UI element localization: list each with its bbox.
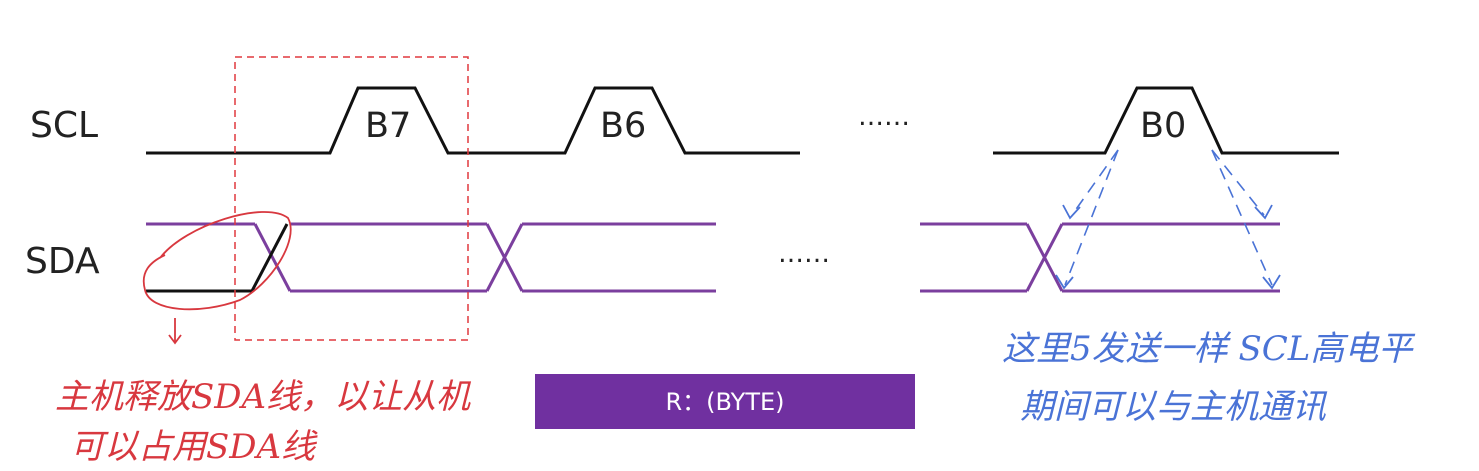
bit-label-b7: B7 (365, 106, 411, 146)
sda-cross-c2 (1025, 223, 1064, 292)
blue-annotation-line1: 这里5发送一样 SCL高电平 (1002, 329, 1415, 369)
red-annotation-line2: 可以占用SDA线 (70, 427, 318, 467)
blue-arrowheads-icon (1055, 204, 1281, 290)
highlight-box (234, 56, 469, 341)
blue-annotation-line2: 期间可以与主机通讯 (1020, 387, 1328, 427)
red-down-arrow-icon (168, 318, 182, 345)
bit-label-b6: B6 (600, 106, 646, 146)
sda-cross-b2 (485, 223, 524, 292)
red-annotation-line1: 主机释放SDA线，以让从机 (55, 377, 471, 417)
release-circle-annotation (142, 211, 292, 311)
scl-segment-2 (993, 86, 1339, 155)
byte-bar-label: R：(BYTE) (665, 388, 784, 416)
scl-label: SCL (30, 105, 98, 146)
scl-ellipsis: …… (858, 102, 910, 132)
scl-waveform (146, 86, 1339, 155)
sda-cross-a1 (253, 223, 292, 292)
scl-segment-1 (146, 86, 800, 155)
sda-ellipsis: …… (778, 239, 830, 269)
byte-bar (535, 374, 915, 429)
bit-label-b0: B0 (1140, 106, 1186, 146)
sda-waveform (146, 222, 1280, 293)
blue-dashed-arrows (1064, 149, 1273, 286)
sda-label: SDA (25, 241, 100, 282)
